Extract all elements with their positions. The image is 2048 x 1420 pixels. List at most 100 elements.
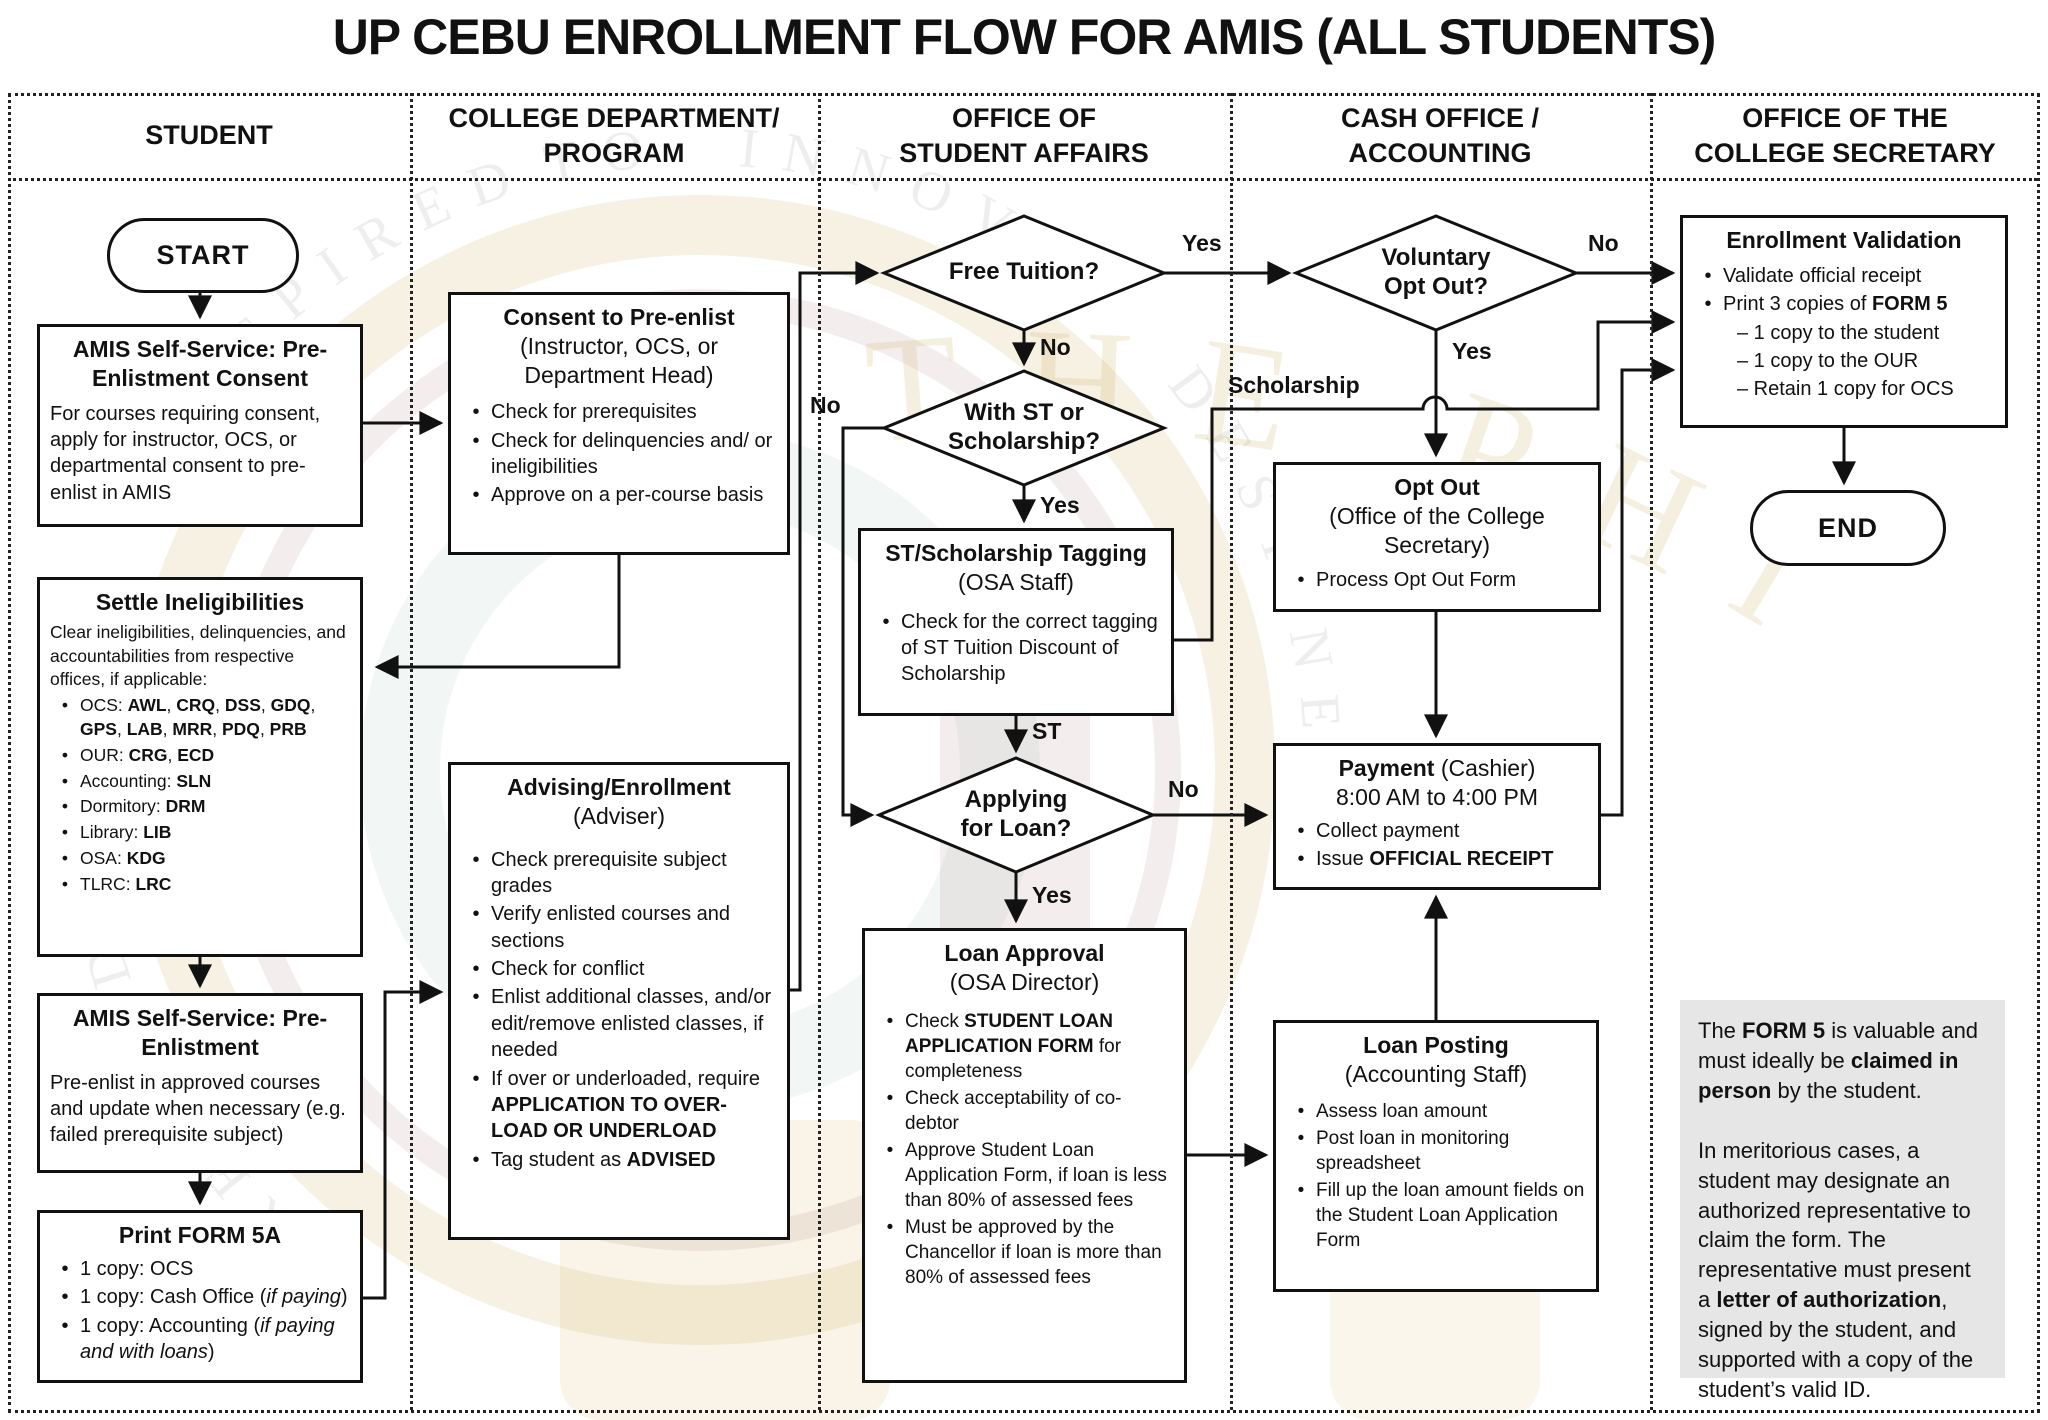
edge-payment-to-validation — [1601, 358, 1676, 817]
lane-divider-1 — [410, 93, 413, 1410]
node-subtitle: 8:00 AM to 4:00 PM — [1335, 783, 1538, 810]
lane-header-cash-office: CASH OFFICE / ACCOUNTING — [1340, 102, 1539, 168]
process-loan-posting: Loan Posting (Accounting Staff) •Assess … — [1273, 1020, 1599, 1292]
node-subtitle: (Accounting Staff) — [1344, 1060, 1528, 1087]
process-enrollment-validation: Enrollment Validation •Validate official… — [1680, 215, 2008, 428]
decision-applying-for-loan — [875, 756, 1157, 874]
list-item: •Check for delinquencies and/ or ineligi… — [472, 429, 773, 479]
lane-header-college-department: COLLEGE DEPARTMENT/ PROGRAM — [448, 102, 780, 168]
process-payment: Payment (Cashier) 8:00 AM to 4:00 PM •Co… — [1273, 743, 1601, 890]
list-item: •Validate official receipt — [1704, 264, 1922, 287]
swimlane-frame — [8, 93, 2040, 1413]
lane-header-college-secretary: OFFICE OF THE COLLEGE SECRETARY — [1694, 102, 1996, 168]
list-item: •Check prerequisite subject grades — [472, 848, 727, 897]
list-item: •Verify enlisted courses and sections — [472, 903, 731, 952]
list-subitem: – Retain 1 copy for OCS — [1737, 378, 1954, 401]
edge-label-free-tuition-yes: Yes — [1182, 230, 1222, 256]
edge-label-with-st-no: No — [810, 392, 841, 418]
end-node: END — [1750, 490, 1946, 566]
start-label: START — [156, 240, 250, 270]
node-subtitle: (Adviser) — [572, 802, 665, 829]
list-item: •Enlist additional classes, and/or edit/… — [472, 986, 772, 1062]
list-item: •OSA: KDG — [61, 847, 166, 868]
edge-label-free-tuition-no: No — [1040, 334, 1071, 360]
edge-label-scholarship: Scholarship — [1228, 372, 1360, 398]
node-title: AMIS Self-Service: Pre-Enlistment Consen… — [72, 336, 328, 391]
lane-divider-2 — [818, 93, 821, 1410]
decision-label-applying-loan: Applying for Loan? — [960, 786, 1072, 842]
node-subtitle: (OSA Director) — [949, 968, 1100, 995]
node-body: For courses requiring consent, apply for… — [50, 402, 321, 504]
list-item: •Library: LIB — [61, 822, 172, 843]
list-item: •Assess loan amount — [1297, 1100, 1488, 1122]
edge-label-tagging-st: ST — [1032, 718, 1062, 744]
process-consent-to-preenlist: Consent to Pre-enlist (Instructor, OCS, … — [448, 292, 790, 555]
edge-label-voluntary-no: No — [1588, 230, 1619, 256]
list-item: •Check for the correct tagging of ST Tui… — [882, 610, 1158, 686]
process-settle-ineligibilities: Settle Ineligibilities Clear ineligibili… — [37, 577, 363, 957]
edge-with-st-no — [841, 426, 884, 827]
lane-header-student-affairs: OFFICE OF STUDENT AFFAIRS — [899, 102, 1149, 168]
process-amis-preenlistment-consent: AMIS Self-Service: Pre-Enlistment Consen… — [37, 324, 363, 527]
list-item: •Tag student as ADVISED — [472, 1148, 716, 1171]
end-label: END — [1817, 512, 1878, 543]
list-item: •Check acceptability of co-debtor — [886, 1087, 1122, 1134]
decision-label-free-tuition: Free Tuition? — [948, 258, 1100, 285]
node-title: Payment (Cashier) — [1338, 755, 1536, 781]
process-opt-out: Opt Out (Office of the College Secretary… — [1273, 462, 1601, 612]
list-item: •OUR: CRG, ECD — [61, 744, 215, 765]
node-title: Enrollment Validation — [1726, 227, 1962, 253]
list-item: •Check for prerequisites — [472, 401, 697, 424]
node-title: Loan Posting — [1363, 1032, 1509, 1058]
edge-advising-to-free-tuition — [790, 261, 880, 992]
node-subtitle: (Instructor, OCS, or Department Head) — [519, 332, 719, 388]
list-item: •Check STUDENT LOAN APPLICATION FORM for… — [886, 1010, 1122, 1082]
node-title: Consent to Pre-enlist — [503, 304, 735, 330]
node-body: Clear ineligibilities, delinquencies, an… — [50, 621, 346, 690]
list-item: •1 copy: OCS — [61, 1257, 194, 1280]
lane-divider-4 — [1650, 93, 1653, 1410]
node-title: Settle Ineligibilities — [95, 589, 305, 615]
form5-note: The FORM 5 is valuable and must ideally … — [1680, 1000, 2005, 1402]
list-item: •If over or underloaded, require APPLICA… — [472, 1067, 761, 1143]
node-title: ST/Scholarship Tagging — [885, 540, 1147, 566]
list-item: •Post loan in monitoring spreadsheet — [1297, 1127, 1510, 1174]
list-subitem: – 1 copy to the OUR — [1737, 349, 1919, 372]
list-item: •Must be approved by the Chancellor if l… — [886, 1217, 1162, 1289]
node-body: Pre-enlist in approved courses and updat… — [50, 1071, 346, 1147]
decision-free-tuition — [880, 214, 1168, 332]
node-subtitle: (Office of the College Secretary) — [1329, 502, 1545, 558]
list-item: •Check for conflict — [472, 958, 645, 981]
list-item: •OCS: AWL, CRQ, DSS, GDQ, GPS, LAB, MRR,… — [61, 695, 316, 739]
list-item: •1 copy: Cash Office (if paying) — [61, 1286, 348, 1309]
list-item: •Print 3 copies of FORM 5 — [1704, 293, 1948, 316]
list-item: •Approve Student Loan Application Form, … — [886, 1139, 1167, 1212]
list-subitem: – 1 copy to the student — [1737, 321, 1940, 344]
list-item: •Issue OFFICIAL RECEIPT — [1297, 847, 1554, 870]
process-st-scholarship-tagging: ST/Scholarship Tagging (OSA Staff) •Chec… — [858, 528, 1174, 716]
start-node: START — [107, 218, 299, 293]
list-item: •TLRC: LRC — [61, 873, 172, 894]
node-title: Advising/Enrollment — [507, 774, 731, 800]
node-title: Opt Out — [1394, 474, 1480, 500]
edge-label-applying-loan-yes: Yes — [1032, 882, 1072, 908]
list-item: •Collect payment — [1297, 819, 1460, 842]
note-paragraph-1: The FORM 5 is valuable and must ideally … — [1698, 1018, 1979, 1103]
decision-label-with-st: With ST or Scholarship? — [947, 399, 1101, 455]
header-divider — [8, 178, 2037, 181]
process-amis-preenlistment: AMIS Self-Service: Pre-Enlistment Pre-en… — [37, 993, 363, 1173]
list-item: •Approve on a per-course basis — [472, 484, 764, 507]
list-item: •Fill up the loan amount fields on the S… — [1297, 1179, 1585, 1251]
note-paragraph-2: In meritorious cases, a student may desi… — [1698, 1137, 1974, 1402]
process-print-form5a: Print FORM 5A •1 copy: OCS •1 copy: Cash… — [37, 1210, 363, 1383]
edge-label-with-st-yes: Yes — [1040, 492, 1080, 518]
page-title: UP CEBU ENROLLMENT FLOW FOR AMIS (ALL ST… — [332, 9, 1717, 65]
list-item: •Process Opt Out Form — [1297, 569, 1517, 592]
decision-voluntary-opt-out — [1292, 214, 1580, 332]
decision-with-st-scholarship — [880, 369, 1168, 487]
lane-divider-3 — [1230, 93, 1233, 1410]
edge-consent-to-settle — [374, 555, 621, 679]
node-title: Loan Approval — [944, 940, 1105, 966]
list-item: •Dormitory: DRM — [61, 796, 206, 817]
list-item: •1 copy: Accounting (if paying and with … — [61, 1314, 335, 1363]
